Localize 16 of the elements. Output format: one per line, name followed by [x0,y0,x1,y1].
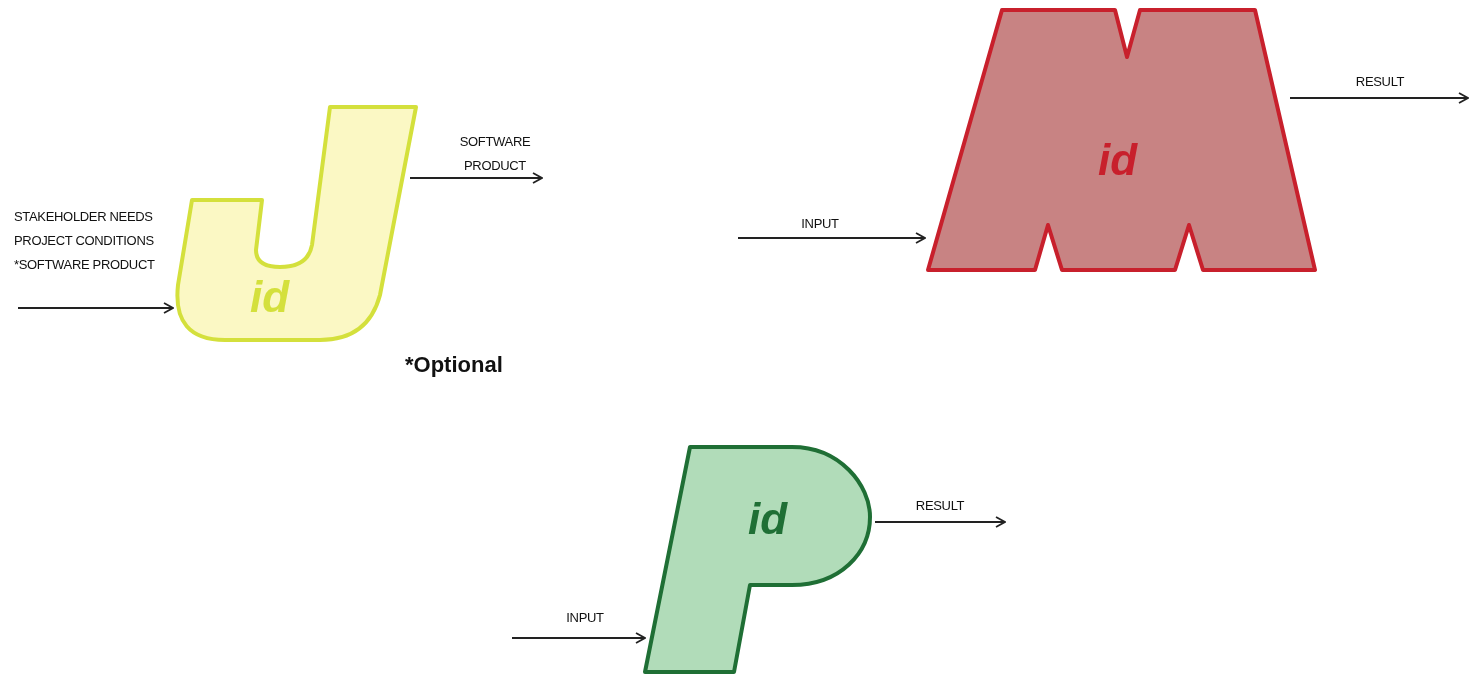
edge-label: INPUT [565,609,605,627]
node-id-text: id [1098,138,1138,182]
node-id-text: id [250,275,290,319]
node-id-text: id [748,497,788,541]
footnote-text: *Optional [405,351,503,379]
arrow [511,632,646,644]
edge-label: SOFTWARE PRODUCT [458,133,532,175]
arrow [1289,92,1469,104]
arrow [409,172,543,184]
edge-label: RESULT [1354,73,1406,91]
arrow [874,516,1006,528]
edge-label: INPUT [800,215,840,233]
edge-label: STAKEHOLDER NEEDS PROJECT CONDITIONS *SOFTWARE PRODUCT [14,208,156,274]
arrow [737,232,926,244]
edge-label: RESULT [914,497,966,515]
arrow [17,302,174,314]
